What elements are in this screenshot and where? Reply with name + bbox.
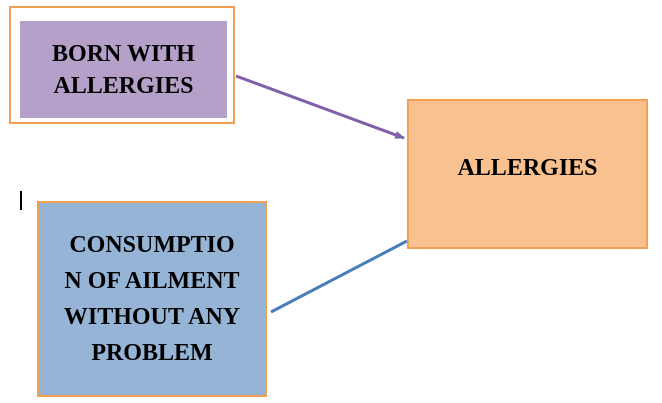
consumption-label: CONSUMPTIO N OF AILMENT WITHOUT ANY PROB… [63,232,241,366]
allergies-label: ALLERGIES [457,155,598,181]
allergies-box: ALLERGIES [407,99,648,249]
text-cursor [20,191,22,210]
born-with-allergies-box: BORN WITH ALLERGIES [20,21,227,118]
born-with-allergies-label: BORN WITH ALLERGIES [52,40,195,99]
arrow-born-to-allergies [235,74,405,140]
consumption-box: CONSUMPTIO N OF AILMENT WITHOUT ANY PROB… [37,201,267,397]
line-consumption-to-allergies [270,239,408,314]
